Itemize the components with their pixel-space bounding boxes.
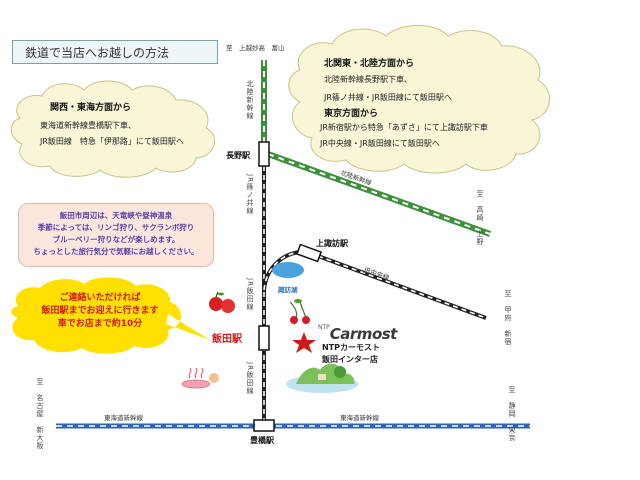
west-line-2: JR飯田線 特急「伊那路」にて飯田駅へ bbox=[40, 137, 184, 146]
shop-name: NTPカーモスト bbox=[322, 343, 381, 352]
jr-chuo-line bbox=[262, 250, 487, 320]
star-icon bbox=[292, 332, 316, 353]
west-heading: 関西・東海方面から bbox=[50, 103, 132, 113]
shop-branch: 飯田インター店 bbox=[322, 355, 378, 364]
nagano-station-marker bbox=[258, 141, 270, 167]
shinonoi-line-label: JR篠ノ井線 bbox=[246, 174, 254, 215]
page-title: 鉄道で当店へお越しの方法 bbox=[12, 40, 218, 64]
landscape-icon bbox=[286, 363, 358, 393]
lake-label: 諏訪湖 bbox=[278, 286, 298, 294]
nagano-station-label: 長野駅 bbox=[226, 151, 250, 160]
tokaido-west-label: 東海道新幹線 bbox=[104, 414, 143, 422]
east-line-3: JR新宿駅から特急「あずさ」にて上諏訪駅下車 bbox=[320, 123, 488, 132]
shop-logo: NTPCarmost bbox=[318, 324, 397, 343]
cloud-west bbox=[10, 80, 216, 178]
info-line-1: 飯田市周辺は、天竜峡や昼神温泉 bbox=[59, 211, 173, 220]
toyohashi-station-marker bbox=[253, 419, 275, 432]
iida-line-lower-label: JR飯田線 bbox=[246, 362, 254, 395]
east-line-4: JR中央線・JR飯田線にて飯田駅へ bbox=[320, 139, 440, 148]
toyohashi-station-label: 豊橋駅 bbox=[250, 436, 274, 445]
pickup-line-3: 車でお店まで約10分 bbox=[57, 319, 143, 329]
apple-icon bbox=[209, 291, 235, 313]
iida-station-label: 飯田駅 bbox=[212, 334, 242, 345]
hot-spring-icon bbox=[181, 367, 219, 389]
iida-station-marker bbox=[258, 325, 270, 351]
hokuriku-shinkansen-label: 北陸新幹線 bbox=[246, 80, 254, 120]
pickup-cloud bbox=[11, 277, 210, 354]
lake-icon bbox=[272, 262, 304, 278]
kamisuwa-station-marker bbox=[295, 243, 323, 263]
direction-top: 至 上越妙高 富山 bbox=[226, 44, 285, 52]
east-heading-2: 東京方面から bbox=[324, 109, 379, 119]
direction-east-middle: 至 甲府 新宿 bbox=[504, 290, 512, 346]
hokuriku-shinkansen-east-line bbox=[266, 151, 492, 237]
direction-west-lower: 至 名古屋 新大阪 bbox=[36, 378, 44, 450]
pickup-line-1: ご連絡いただければ bbox=[59, 293, 141, 303]
info-line-4: ちょっとした旅行気分で気軽にお越しください。 bbox=[33, 247, 199, 256]
tourism-info-box: 飯田市周辺は、天竜峡や昼神温泉 季節によっては、リンゴ狩り、サクランボ狩り ブル… bbox=[18, 203, 214, 267]
info-line-2: 季節によっては、リンゴ狩り、サクランボ狩り bbox=[37, 223, 195, 232]
cherry-icon bbox=[289, 299, 310, 324]
cloud-west-text: 関西・東海方面から bbox=[50, 100, 131, 113]
west-line-1: 東海道新幹線豊橋駅下車、 bbox=[40, 121, 136, 130]
info-line-3: ブルーベリー狩りなどが楽しめます。 bbox=[52, 235, 180, 244]
east-heading-1: 北関東・北陸方面から bbox=[324, 59, 415, 69]
pickup-line-2: 飯田駅までお迎えに行きます bbox=[41, 306, 159, 316]
direction-east-lower: 至 静岡 東京 bbox=[508, 386, 516, 442]
cloud-east bbox=[288, 25, 550, 174]
east-line-2: JR篠ノ井線・JR飯田線にて飯田駅へ bbox=[324, 93, 452, 102]
kamisuwa-station-label: 上諏訪駅 bbox=[316, 239, 348, 248]
direction-east-upper: 至 高崎 上野 bbox=[476, 190, 484, 246]
logo-prefix: NTP bbox=[318, 324, 330, 331]
east-line-1: 北陸新幹線長野駅下車、 bbox=[324, 75, 412, 84]
pickup-text: ご連絡いただければ 飯田駅までお迎えに行きます 車でお店まで約10分 bbox=[26, 292, 174, 331]
iida-line-upper-label: JR飯田線 bbox=[246, 278, 254, 311]
logo-text: Carmost bbox=[329, 325, 398, 343]
tokaido-east-label: 東海道新幹線 bbox=[340, 414, 379, 422]
